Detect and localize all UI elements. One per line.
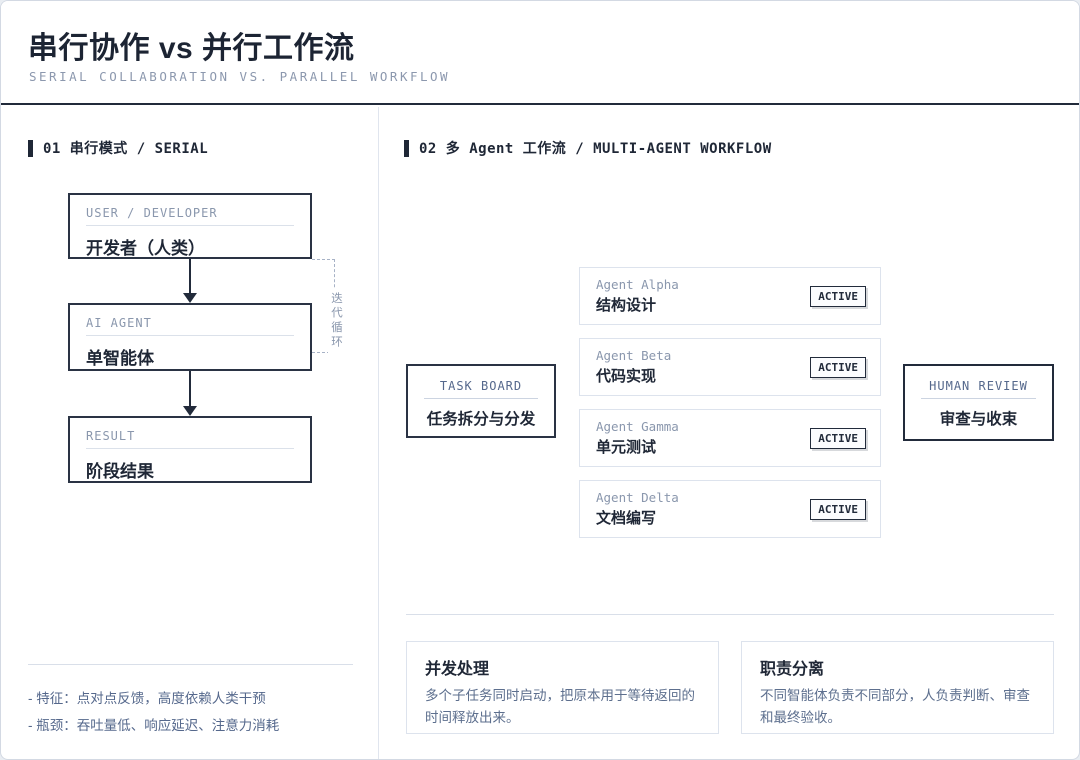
benefit-title: 并发处理: [425, 661, 490, 678]
agent-card-alpha: Agent Alpha 结构设计 ACTIVE: [579, 267, 881, 325]
flow-box-agent: AI AGENT 单智能体: [68, 303, 312, 371]
agent-name: Agent Beta: [596, 348, 672, 363]
arrowhead-user-to-agent: [183, 293, 197, 303]
flow-box-user: USER / DEVELOPER 开发者（人类）: [68, 193, 312, 259]
agent-role: 文档编写: [596, 510, 657, 527]
section-marker-bar: [404, 139, 409, 157]
serial-section-header: 01 串行模式 / SERIAL: [28, 138, 208, 158]
parallel-section-header: 02 多 Agent 工作流 / MULTI-AGENT WORKFLOW: [404, 138, 772, 158]
agent-name: Agent Delta: [596, 490, 679, 505]
benefit-card-concurrency: 并发处理 多个子任务同时启动，把原本用于等待返回的时间释放出来。: [406, 641, 719, 734]
page-title: 串行协作 vs 并行工作流: [28, 32, 355, 65]
serial-note-feature: - 特征：点对点反馈，高度依赖人类干预: [28, 691, 266, 706]
parallel-section-label: 02 多 Agent 工作流 / MULTI-AGENT WORKFLOW: [419, 141, 772, 157]
agent-card-beta: Agent Beta 代码实现 ACTIVE: [579, 338, 881, 396]
agent-info: Agent Beta 代码实现: [596, 348, 810, 386]
agent-info: Agent Delta 文档编写: [596, 490, 810, 528]
page-subtitle: SERIAL COLLABORATION VS. PARALLEL WORKFL…: [29, 69, 451, 84]
parallel-panel: 02 多 Agent 工作流 / MULTI-AGENT WORKFLOW TA…: [380, 107, 1079, 759]
serial-section-label: 01 串行模式 / SERIAL: [43, 141, 209, 157]
flow-box-user-title: 开发者（人类）: [86, 239, 205, 258]
status-badge: ACTIVE: [810, 285, 866, 307]
agent-info: Agent Alpha 结构设计: [596, 277, 810, 315]
agent-role: 代码实现: [596, 368, 657, 385]
agent-role: 单元测试: [596, 439, 657, 456]
benefits-divider: [406, 614, 1054, 615]
benefit-body: 不同智能体负责不同部分，人负责判断、审查和最终验收。: [760, 688, 1030, 726]
arrowhead-agent-to-result: [183, 406, 197, 416]
task-board-box: TASK BOARD 任务拆分与分发: [406, 364, 556, 438]
iteration-loop-label: 迭代循环: [328, 289, 344, 353]
status-badge: ACTIVE: [810, 356, 866, 378]
flow-box-result-label: RESULT: [86, 429, 294, 449]
flow-box-user-label: USER / DEVELOPER: [86, 206, 294, 226]
serial-note-bottleneck: - 瓶颈：吞吐量低、响应延迟、注意力消耗: [28, 718, 280, 733]
status-badge: ACTIVE: [810, 498, 866, 520]
arrow-agent-to-result: [189, 371, 191, 407]
flow-box-agent-label: AI AGENT: [86, 316, 294, 336]
agent-card-gamma: Agent Gamma 单元测试 ACTIVE: [579, 409, 881, 467]
human-review-title: 审查与收束: [939, 411, 1018, 428]
header: 串行协作 vs 并行工作流 SERIAL COLLABORATION VS. P…: [1, 1, 1079, 105]
agent-card-delta: Agent Delta 文档编写 ACTIVE: [579, 480, 881, 538]
serial-panel: 01 串行模式 / SERIAL USER / DEVELOPER 开发者（人类…: [1, 107, 379, 759]
notes-divider: [28, 664, 353, 665]
status-badge: ACTIVE: [810, 427, 866, 449]
agent-name: Agent Alpha: [596, 277, 679, 292]
agent-name: Agent Gamma: [596, 419, 679, 434]
flow-box-result-title: 阶段结果: [86, 462, 154, 481]
human-review-box: HUMAN REVIEW 审查与收束: [903, 364, 1054, 441]
flow-box-agent-title: 单智能体: [86, 349, 154, 368]
benefit-card-separation: 职责分离 不同智能体负责不同部分，人负责判断、审查和最终验收。: [741, 641, 1054, 734]
flow-box-result: RESULT 阶段结果: [68, 416, 312, 483]
section-marker-bar: [28, 139, 33, 157]
agent-info: Agent Gamma 单元测试: [596, 419, 810, 457]
benefit-body: 多个子任务同时启动，把原本用于等待返回的时间释放出来。: [425, 688, 695, 726]
arrow-user-to-agent: [189, 259, 191, 294]
agent-role: 结构设计: [596, 297, 657, 314]
task-board-title: 任务拆分与分发: [426, 411, 536, 428]
human-review-label: HUMAN REVIEW: [921, 379, 1036, 399]
benefit-title: 职责分离: [760, 661, 825, 678]
task-board-label: TASK BOARD: [424, 379, 538, 399]
